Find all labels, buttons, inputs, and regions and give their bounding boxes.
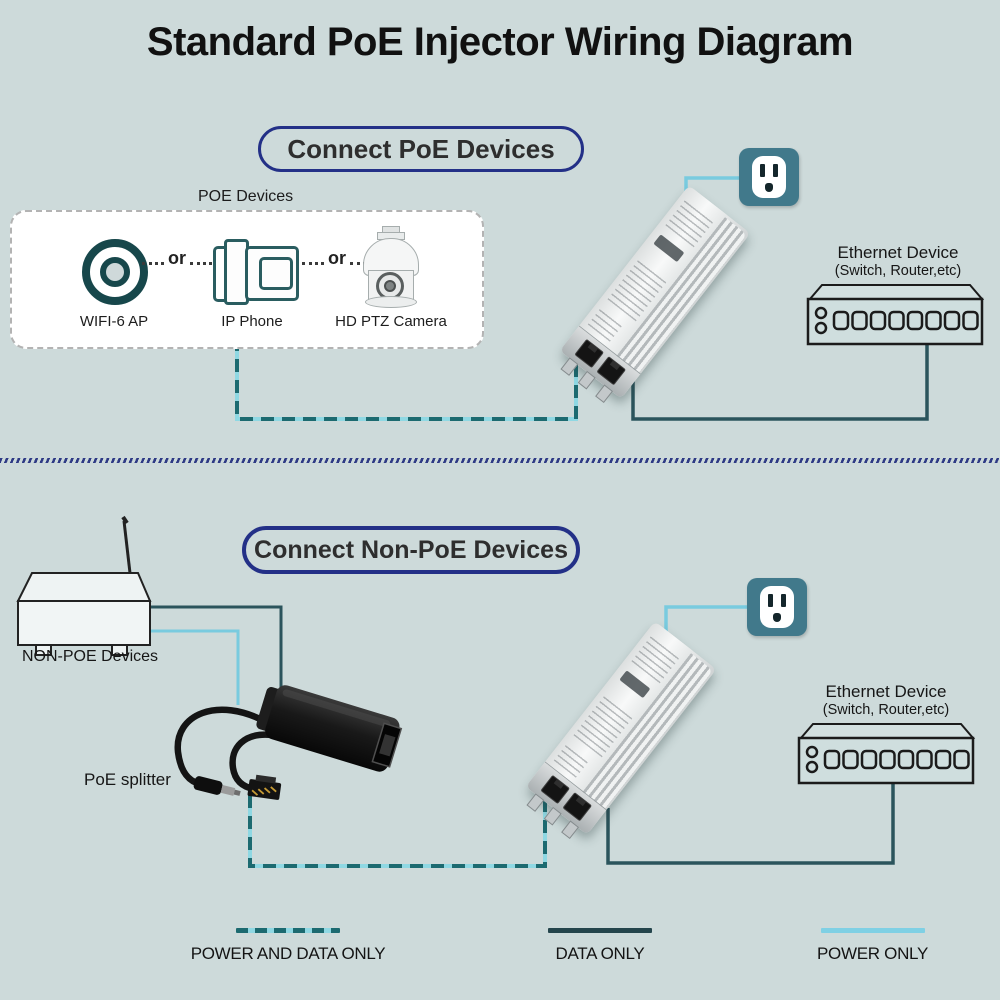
ptz-camera-icon — [358, 226, 422, 308]
or-label: or — [328, 248, 346, 268]
splitter-body — [256, 685, 403, 772]
legend-swatch-cyan — [820, 928, 925, 933]
badge-connect-poe-devices: Connect PoE Devices — [258, 126, 584, 172]
power-data-wire-top — [235, 338, 578, 421]
power-data-wire-bottom — [248, 795, 547, 868]
dotted-line — [302, 262, 324, 265]
badge-connect-non-poe-devices: Connect Non-PoE Devices — [242, 526, 580, 574]
legend-power-and-data: POWER AND DATA ONLY — [178, 928, 398, 964]
dc-plug — [193, 776, 241, 796]
page-title: Standard PoE Injector Wiring Diagram — [146, 20, 854, 64]
poe-splitter-label: PoE splitter — [84, 770, 171, 789]
phone-body — [245, 246, 299, 301]
or-label: or — [168, 248, 186, 268]
outlet-face — [760, 586, 794, 628]
ptz-camera-label: HD PTZ Camera — [335, 313, 447, 330]
injector-rj45-port — [540, 774, 570, 805]
dotted-line — [190, 262, 212, 265]
badge-label: Connect PoE Devices — [287, 133, 555, 164]
injector-logo — [619, 670, 651, 699]
wifi-ap-icon-center — [100, 257, 130, 287]
outlet-ground-hole — [773, 613, 781, 622]
dotted-line — [142, 262, 164, 265]
section-divider — [0, 458, 1000, 463]
badge-label: Connect Non-PoE Devices — [254, 535, 568, 564]
ip-phone-icon — [211, 238, 299, 305]
poe-splitter-icon — [174, 685, 403, 800]
data-wire-bottom — [606, 783, 895, 865]
outlet-ground-hole — [765, 183, 773, 192]
injector-logo — [653, 234, 685, 263]
ethernet-switch-icon — [797, 723, 976, 785]
or-separator-1: or — [138, 248, 216, 269]
ip-phone-label: IP Phone — [221, 313, 283, 330]
legend-swatch-dark — [548, 928, 652, 933]
ethernet-device-subtitle: (Switch, Router,etc) — [834, 263, 962, 279]
poe-devices-box-label: POE Devices — [198, 188, 294, 205]
power-data-wire-top-base — [235, 338, 578, 421]
legend-label: POWER ONLY — [817, 944, 928, 963]
ethernet-device-label: Ethernet Device (Switch, Router,etc) — [788, 682, 984, 718]
ethernet-device-subtitle: (Switch, Router,etc) — [822, 702, 950, 718]
non-poe-devices-label: NON-POE Devices — [22, 648, 159, 665]
ethernet-device-label: Ethernet Device (Switch, Router,etc) — [800, 243, 996, 279]
or-separator-2: or — [298, 248, 376, 269]
rj45-plug — [247, 774, 282, 800]
outlet-slot — [760, 164, 765, 177]
ethernet-switch-icon — [806, 284, 984, 346]
legend-swatch-dashed — [236, 928, 340, 933]
outlet-slot — [768, 594, 773, 607]
injector-rj45-port — [574, 338, 604, 369]
injector-rj45-port — [596, 356, 627, 386]
legend-label: DATA ONLY — [555, 944, 645, 963]
power-outlet-icon — [739, 148, 799, 206]
camera-rim — [365, 296, 417, 308]
data-wire-top — [631, 344, 929, 421]
ethernet-device-title: Ethernet Device — [837, 243, 959, 262]
dotted-line — [350, 262, 372, 265]
injector-rj45-port — [562, 792, 593, 822]
phone-screen — [259, 257, 293, 290]
ethernet-device-title: Ethernet Device — [825, 682, 947, 701]
phone-cradle — [213, 246, 228, 302]
router-icon — [16, 515, 152, 656]
wifi-ap-icon — [82, 239, 148, 305]
power-outlet-icon — [747, 578, 807, 636]
legend-power-only: POWER ONLY — [790, 928, 955, 964]
outlet-face — [752, 156, 786, 198]
outlet-slot — [781, 594, 786, 607]
legend-label: POWER AND DATA ONLY — [190, 944, 386, 963]
legend-data-only: DATA ONLY — [540, 928, 660, 964]
data-wire-router — [148, 605, 283, 705]
outlet-slot — [773, 164, 778, 177]
wifi-ap-label: WIFI-6 AP — [79, 313, 149, 330]
power-wire-router — [148, 629, 240, 705]
camera-dome — [363, 238, 419, 276]
